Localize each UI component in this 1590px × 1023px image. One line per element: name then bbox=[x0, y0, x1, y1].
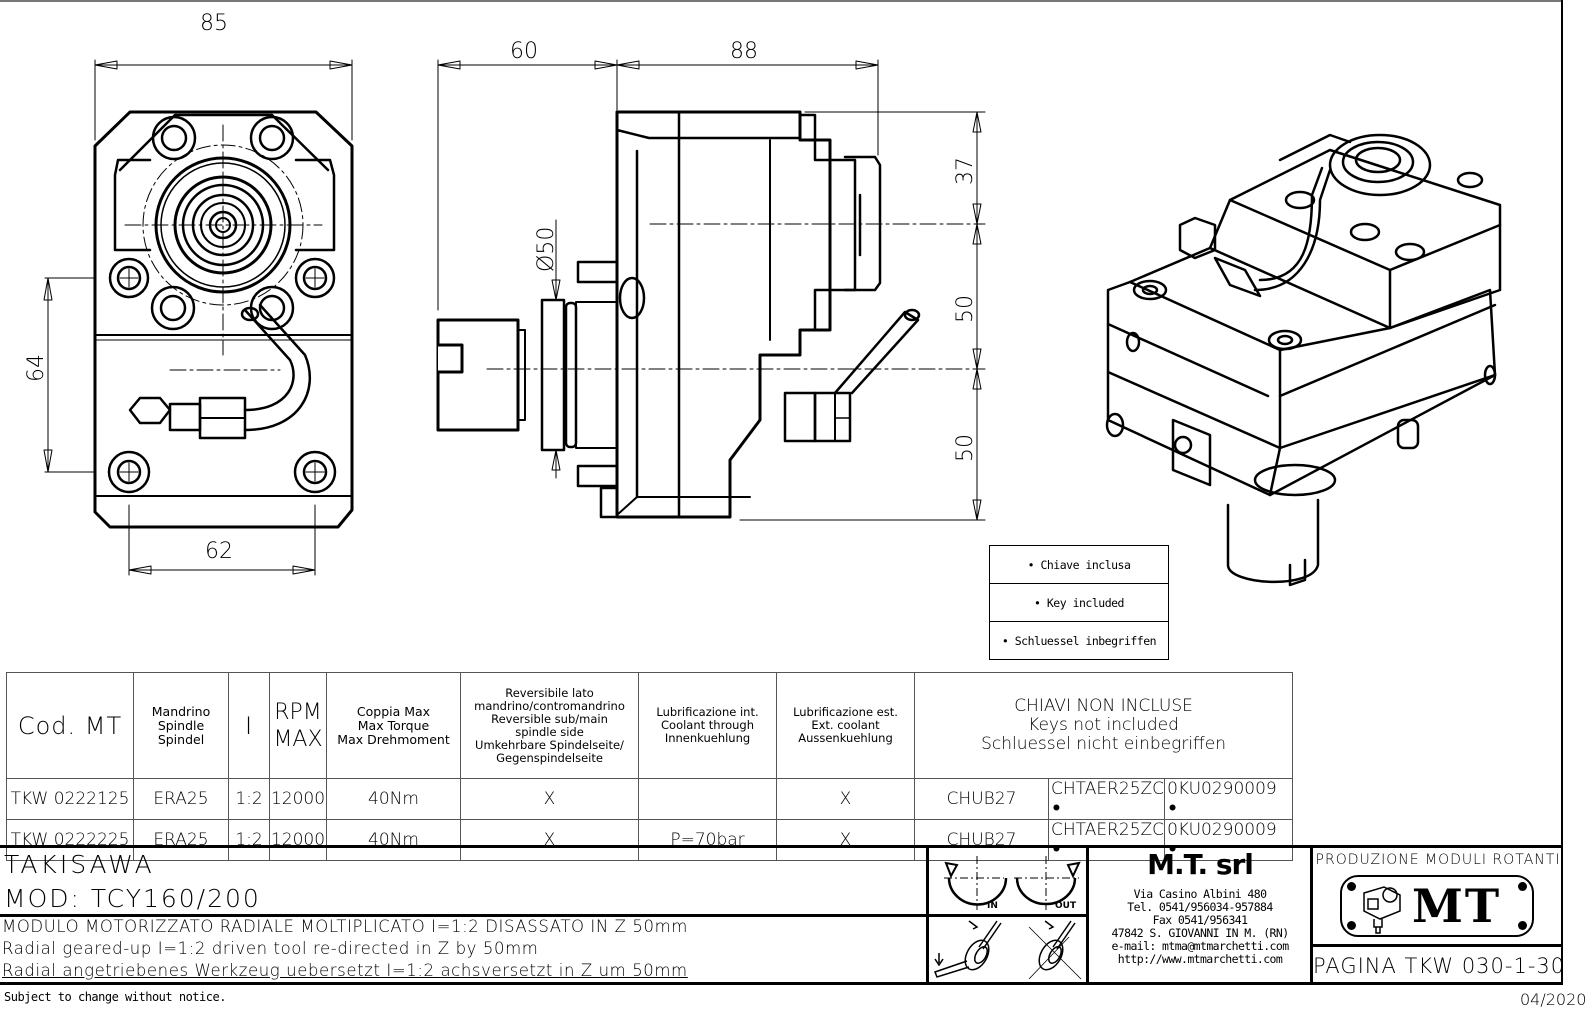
dim-side-left: 60 bbox=[510, 39, 538, 64]
header-code: Cod. MT bbox=[6, 672, 134, 779]
cell-key-1: CHUB27 bbox=[914, 778, 1049, 820]
cell-ratio: 1:2 bbox=[228, 819, 270, 861]
cell-torque: 40Nm bbox=[326, 778, 461, 820]
description-german: Radial angetriebenes Werkzeug uebersetzt… bbox=[2, 961, 688, 980]
table-row: TKW 0222125 ERA25 1:2 12000 40Nm X X CHU… bbox=[6, 778, 1294, 820]
dim-front-width: 85 bbox=[200, 11, 228, 36]
keys-included-italian: • Chiave inclusa bbox=[990, 546, 1168, 584]
technical-drawing: 85 bbox=[24, 11, 1502, 587]
included-bullet-icon bbox=[1051, 799, 1062, 819]
keys-included-german: • Schluessel inbegriffen bbox=[1001, 633, 1157, 648]
logo-screw-icon bbox=[1518, 882, 1527, 891]
header-ratio: I bbox=[228, 672, 270, 779]
cell-key-3: 0KU0290009 bbox=[1164, 819, 1294, 861]
company-name: M.T. srl bbox=[1147, 848, 1254, 881]
side-view: 60 88 Ø50 bbox=[436, 39, 986, 521]
rotation-in-icon: IN bbox=[944, 856, 1008, 911]
company-address: Via Casino Albini 480 bbox=[1133, 887, 1267, 901]
logo-text: MT bbox=[1412, 879, 1502, 933]
cell-code: TKW 0222125 bbox=[6, 778, 134, 820]
title-block-bottom-border bbox=[0, 982, 1563, 985]
company-fax: Fax 0541/956341 bbox=[1152, 913, 1248, 927]
logo-screw-icon bbox=[1347, 882, 1356, 891]
included-bullet-icon bbox=[1167, 799, 1178, 819]
company-phone: Tel. 0541/956034-957884 bbox=[1127, 900, 1273, 914]
keys-included-english: • Key included bbox=[990, 584, 1168, 622]
cell-coolant-internal: P=70bar bbox=[638, 819, 777, 861]
icons-divider bbox=[926, 914, 1088, 917]
rotation-out-label: OUT bbox=[1055, 901, 1077, 911]
logo-screw-icon bbox=[1347, 921, 1356, 930]
cell-ratio: 1:2 bbox=[228, 778, 270, 820]
cell-coolant-internal bbox=[638, 778, 777, 820]
cell-torque: 40Nm bbox=[326, 819, 461, 861]
rotation-out-icon: OUT bbox=[1014, 856, 1081, 911]
cell-rpm: 12000 bbox=[269, 778, 327, 820]
machine-model: MOD: TCY160/200 bbox=[4, 884, 261, 913]
logo-divider bbox=[1310, 944, 1563, 947]
company-city: 47842 S. GIOVANNI IN M. (RN) bbox=[1111, 926, 1289, 940]
production-label: PRODUZIONE MODULI ROTANTI bbox=[1315, 852, 1561, 868]
cell-rpm: 12000 bbox=[269, 819, 327, 861]
dim-diameter: Ø50 bbox=[534, 227, 559, 272]
included-bullet-icon bbox=[1051, 840, 1062, 860]
included-bullet-icon bbox=[1167, 840, 1178, 860]
rotation-direction-icons: IN OUT bbox=[944, 856, 1081, 911]
cell-key-2: CHTAER25ZC bbox=[1047, 778, 1166, 820]
logo-left-border bbox=[1310, 845, 1313, 984]
keys-included-box: • Chiave inclusa • Key included • Schlue… bbox=[989, 545, 1169, 660]
frame-top-border bbox=[0, 0, 1563, 2]
front-view: 85 bbox=[24, 11, 354, 576]
page-number: PAGINA TKW 030-1-30 bbox=[1313, 954, 1566, 978]
disclaimer: Subject to change without notice. bbox=[4, 990, 226, 1004]
description-english: Radial geared-up I=1:2 driven tool re-di… bbox=[2, 939, 539, 958]
cell-reversible: X bbox=[460, 819, 639, 861]
logo-screw-icon bbox=[1518, 921, 1527, 930]
title-block-top-border bbox=[0, 845, 1563, 848]
cell-coolant-external: X bbox=[776, 778, 915, 820]
company-email: e-mail: mtma@mtmarchetti.com bbox=[1111, 939, 1289, 953]
dim-vertical-mid: 50 bbox=[953, 295, 978, 323]
description-italian: MODULO MOTORIZZATO RADIALE MOLTIPLICATO … bbox=[2, 917, 688, 936]
company-website: http://www.mtmarchetti.com bbox=[1117, 952, 1283, 966]
dim-vertical-bottom: 50 bbox=[953, 434, 978, 462]
dim-front-height: 64 bbox=[24, 354, 49, 382]
key-usage-icons bbox=[934, 920, 1082, 980]
isometric-view bbox=[1105, 133, 1502, 587]
cell-spindle: ERA25 bbox=[133, 778, 229, 820]
dim-bolt-spacing: 62 bbox=[205, 539, 233, 564]
revision-date: 04/2020 bbox=[1520, 990, 1587, 1009]
tool-module-icon bbox=[1363, 886, 1401, 934]
cell-coolant-external: X bbox=[776, 819, 915, 861]
frame-right-border bbox=[1561, 0, 1563, 985]
title-block-divider bbox=[0, 914, 928, 917]
dim-side-right: 88 bbox=[730, 39, 758, 64]
machine-brand: TAKISAWA bbox=[4, 850, 155, 879]
wrench-correct-icon bbox=[934, 920, 1002, 978]
mt-logo: MT bbox=[1340, 875, 1534, 937]
cell-key-2: CHTAER25ZC bbox=[1047, 819, 1166, 861]
rotation-in-label: IN bbox=[987, 901, 998, 911]
cell-key-3: 0KU0290009 bbox=[1164, 778, 1294, 820]
wrench-incorrect-icon bbox=[1028, 920, 1082, 980]
dim-vertical-top: 37 bbox=[953, 157, 978, 185]
cell-reversible: X bbox=[460, 778, 639, 820]
